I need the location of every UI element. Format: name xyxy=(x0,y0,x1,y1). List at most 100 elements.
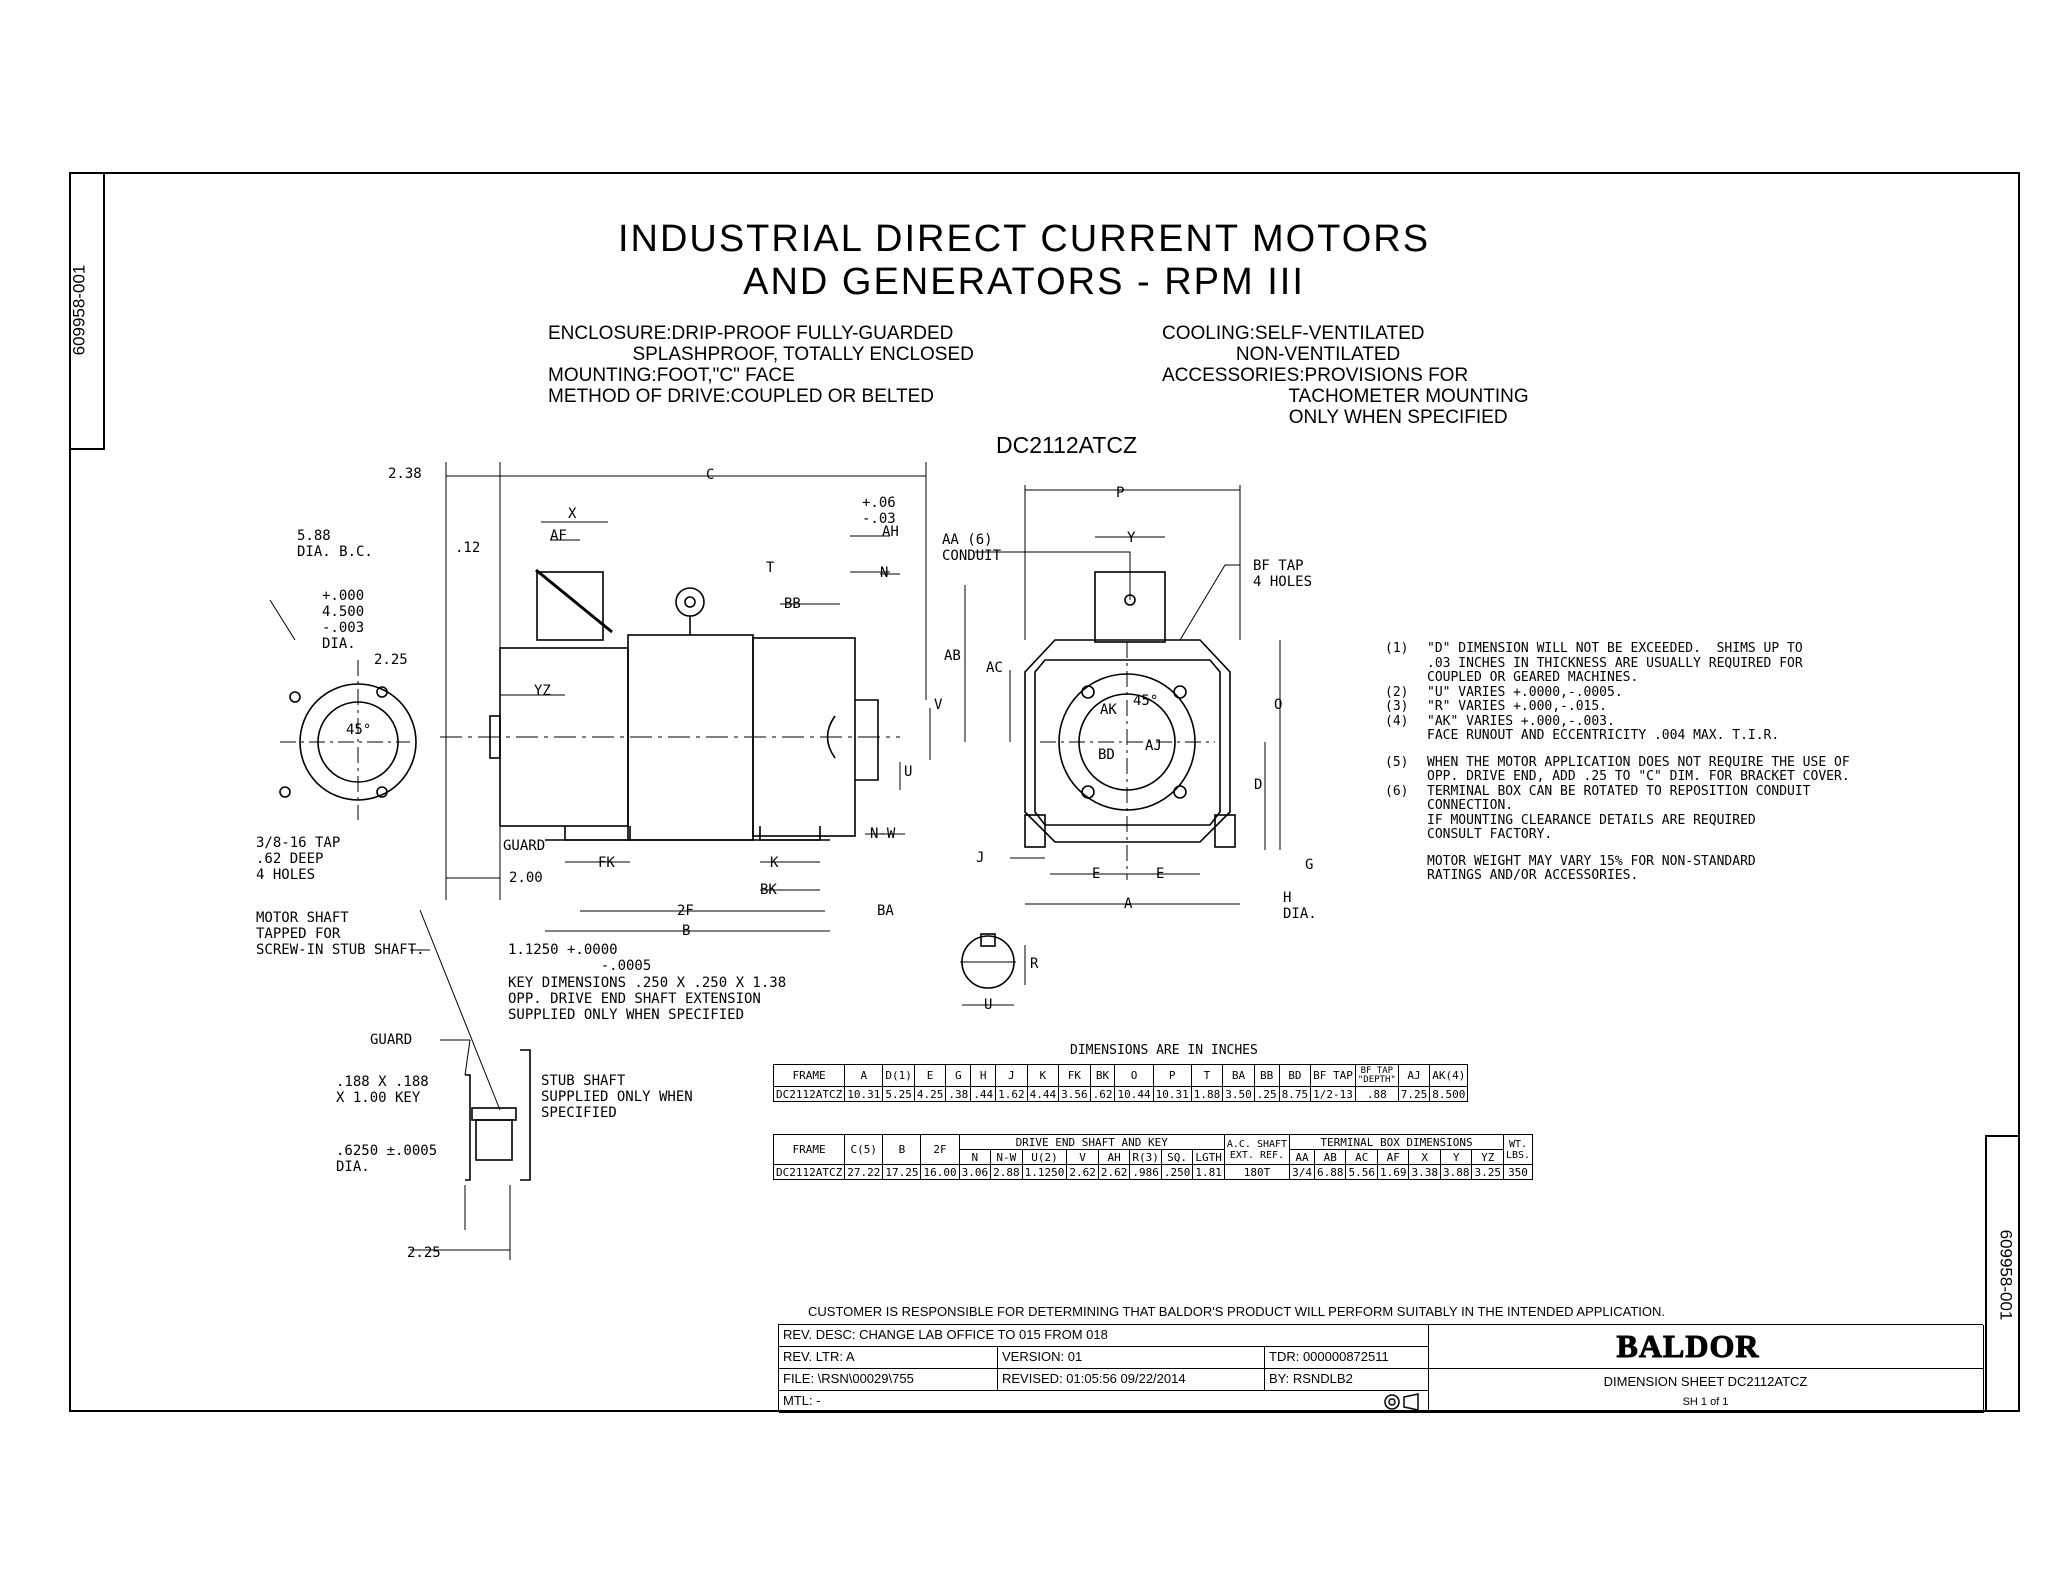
note-3: (3)"R" VARIES +.000,-.015. xyxy=(1385,699,1608,714)
dim-P: P xyxy=(1116,485,1125,501)
dim-FK: FK xyxy=(598,855,615,871)
dim-2-25-top: 2.25 xyxy=(374,652,408,668)
specs-left: ENCLOSURE:DRIP-PROOF FULLY-GUARDED SPLAS… xyxy=(548,323,974,407)
projection-symbol-icon xyxy=(1384,1393,1419,1411)
label-angle-45-flange: 45° xyxy=(346,722,372,738)
label-conduit: AA (6) CONDUIT xyxy=(942,532,1002,564)
revised-by: BY: RSNDLB2 xyxy=(1265,1369,1429,1391)
dim-shaft-1-1250: 1.1250 +.0000 -.0005 xyxy=(508,942,652,974)
dim-E-left: E xyxy=(1092,866,1101,882)
dim-AC: AC xyxy=(986,660,1003,676)
dim-J: J xyxy=(976,850,985,866)
tdr: TDR: 000000872511 xyxy=(1265,1347,1429,1369)
dim-N-W: N-W xyxy=(870,826,896,842)
dim-2-00: 2.00 xyxy=(509,870,543,886)
dim-BK: BK xyxy=(760,882,777,898)
dim-R: R xyxy=(1030,956,1039,972)
baldor-logo: BALDOR xyxy=(1616,1330,1760,1362)
label-tap-holes: 3/8-16 TAP .62 DEEP 4 HOLES xyxy=(256,835,341,883)
dimensions-heading: DIMENSIONS ARE IN INCHES xyxy=(1070,1043,1258,1058)
dim-H: H DIA. xyxy=(1283,890,1317,922)
drawing-title-line2: AND GENERATORS - RPM III xyxy=(743,261,1305,303)
note-5: (5)WHEN THE MOTOR APPLICATION DOES NOT R… xyxy=(1385,754,1850,784)
material: MTL: - xyxy=(779,1391,1429,1413)
dim-AB: AB xyxy=(944,648,961,664)
dim-2F: 2F xyxy=(677,903,694,919)
label-key-dimensions: KEY DIMENSIONS .250 X .250 X 1.38 OPP. D… xyxy=(508,975,787,1023)
dim-U-keyway: U xyxy=(984,997,993,1013)
dim-Y: Y xyxy=(1127,530,1136,546)
specs-right: COOLING:SELF-VENTILATED NON-VENTILATED A… xyxy=(1162,323,1529,428)
drawing-sheet xyxy=(69,172,2020,1412)
title-block: REV. DESC: CHANGE LAB OFFICE TO 015 FROM… xyxy=(778,1324,1984,1413)
rev-desc: REV. DESC: CHANGE LAB OFFICE TO 015 FROM… xyxy=(779,1325,1429,1347)
end-view-dimensions xyxy=(964,485,1281,905)
dim-0-12: .12 xyxy=(455,540,481,556)
label-guard-detail: GUARD xyxy=(370,1032,413,1048)
keyway-detail xyxy=(960,933,1026,1006)
dim-D: D xyxy=(1254,777,1263,793)
side-view-motor xyxy=(440,568,900,841)
label-key-188: .188 X .188 X 1.00 KEY xyxy=(336,1074,429,1106)
note-weight: MOTOR WEIGHT MAY VARY 15% FOR NON-STANDA… xyxy=(1427,853,1756,883)
note-1: (1)"D" DIMENSION WILL NOT BE EXCEEDED. S… xyxy=(1385,641,1803,685)
drawing-title-line1: INDUSTRIAL DIRECT CURRENT MOTORS xyxy=(617,218,1431,260)
revised-date: REVISED: 01:05:56 09/22/2014 xyxy=(998,1369,1265,1391)
dim-T: T xyxy=(766,560,775,576)
dim-A: A xyxy=(1124,896,1133,912)
dim-AH: AH xyxy=(882,524,899,540)
label-motor-shaft: MOTOR SHAFT TAPPED FOR SCREW-IN STUB SHA… xyxy=(256,910,425,958)
dim-2-38: 2.38 xyxy=(388,466,422,482)
version: VERSION: 01 xyxy=(998,1347,1265,1369)
dim-X: X xyxy=(568,506,577,522)
svg-text:BALDOR: BALDOR xyxy=(1617,1330,1760,1362)
flange-view xyxy=(269,599,417,801)
end-view-motor xyxy=(1024,571,1236,880)
dim-2-25-bottom: 2.25 xyxy=(407,1245,441,1261)
side-view-dimensions xyxy=(280,462,931,932)
sheet-number: SH 1 of 1 xyxy=(1682,1396,1729,1408)
note-4: (4)"AK" VARIES +.000,-.003. FACE RUNOUT … xyxy=(1385,713,1780,743)
dim-BB: BB xyxy=(784,596,801,612)
stub-shaft-detail xyxy=(410,909,531,1260)
dim-V: V xyxy=(934,697,943,713)
file-path: FILE: \RSN\00029\755 xyxy=(779,1369,998,1391)
dim-dia-6250: .6250 ±.0005 DIA. xyxy=(336,1143,438,1175)
dim-O: O xyxy=(1274,697,1283,713)
dim-N: N xyxy=(880,565,889,581)
dim-AF: AF xyxy=(550,528,567,544)
doc-id-tab-left xyxy=(69,172,105,450)
logo-cell xyxy=(1429,1325,1984,1369)
customer-responsibility-note: CUSTOMER IS RESPONSIBLE FOR DETERMINING … xyxy=(808,1304,1666,1319)
rev-ltr: REV. LTR: A xyxy=(779,1347,998,1369)
label-stub-shaft: STUB SHAFT SUPPLIED ONLY WHEN SPECIFIED xyxy=(541,1073,693,1121)
dim-G: G xyxy=(1305,857,1314,873)
note-2: (2)"U" VARIES +.0000,-.0005. xyxy=(1385,684,1623,700)
dim-YZ: YZ xyxy=(534,683,551,699)
doc-id-tab-right xyxy=(1985,1135,2020,1412)
dim-bolt-circle: 5.88 DIA. B.C. xyxy=(297,528,373,560)
model-number: DC2112ATCZ xyxy=(996,432,1138,458)
dim-BD: BD xyxy=(1098,747,1115,763)
dim-pilot-4-500: +.000 4.500 -.003 DIA. xyxy=(322,588,365,652)
label-guard: GUARD xyxy=(503,838,546,854)
dim-U: U xyxy=(904,764,913,780)
dim-K: K xyxy=(770,855,779,871)
label-angle-45-end: 45° xyxy=(1133,693,1159,709)
label-bf-tap: BF TAP 4 HOLES xyxy=(1253,558,1313,590)
dim-AJ: AJ xyxy=(1145,738,1162,754)
dim-C: C xyxy=(706,467,715,483)
dim-E-right: E xyxy=(1156,866,1165,882)
dim-BA: BA xyxy=(877,903,894,919)
sheet-cell xyxy=(1429,1369,1984,1413)
dim-AK: AK xyxy=(1100,702,1117,718)
sheet-name: DIMENSION SHEET DC2112ATCZ xyxy=(1603,1374,1808,1389)
dim-tolerance-06: +.06 -.03 xyxy=(862,495,896,527)
notes-block: (1)"D" DIMENSION WILL NOT BE EXCEEDED. S… xyxy=(1385,641,1850,884)
note-6: (6)TERMINAL BOX CAN BE ROTATED TO REPOSI… xyxy=(1385,783,1811,842)
